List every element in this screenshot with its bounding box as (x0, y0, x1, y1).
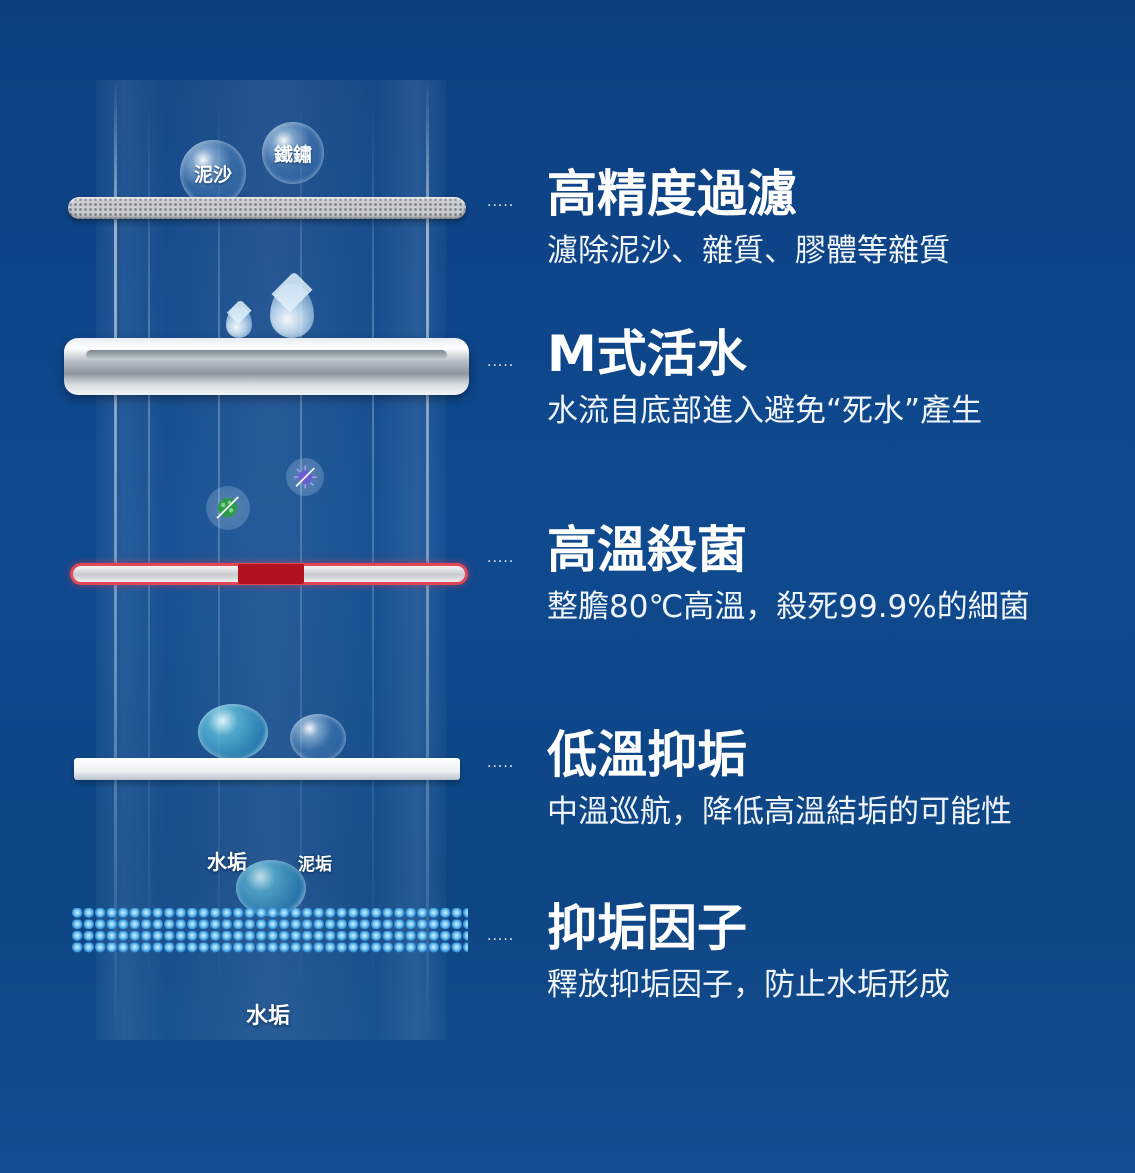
feature-title: 高精度過濾 (547, 165, 797, 223)
water-tray-icon (64, 338, 469, 395)
bottom-scale-label: 水垢 (246, 1004, 291, 1029)
purple-virus-icon (286, 458, 324, 496)
leader-dots: ····· (487, 759, 515, 775)
sand-bubble: 泥沙 (180, 140, 246, 206)
rust-bubble-label: 鐵鏽 (273, 143, 312, 166)
water-streak (300, 100, 302, 1000)
sand-bubble-label: 泥沙 (193, 163, 232, 186)
water-bubble (198, 704, 268, 760)
water-drop-icon (226, 306, 252, 338)
scale-plate-icon (74, 758, 460, 780)
feature-description: 中溫巡航，降低高溫結垢的可能性 (547, 794, 1012, 830)
scale-bubble (236, 860, 306, 916)
leader-dots: ····· (487, 358, 515, 374)
heating-element-icon (238, 564, 304, 584)
feature-title: 抑垢因子 (547, 899, 747, 957)
water-stream-left-edge (114, 80, 117, 1040)
feature-description: 水流自底部進入避免“死水”產生 (547, 393, 983, 429)
water-drop-icon (270, 284, 314, 338)
feature-description: 整膽80℃高溫，殺死99.9%的細菌 (547, 589, 1030, 625)
leader-dots: ····· (487, 198, 515, 214)
sludge-label: 泥垢 (298, 855, 332, 875)
water-streak (218, 100, 220, 1000)
leader-dots: ····· (487, 554, 515, 570)
water-stream-right-edge (426, 80, 429, 1040)
rust-bubble: 鐵鏽 (262, 122, 324, 184)
scale-label: 水垢 (207, 850, 247, 874)
feature-title: 高溫殺菌 (547, 521, 747, 579)
water-streak (148, 100, 150, 1000)
feature-title: 低溫抑垢 (547, 726, 747, 784)
water-streak (372, 100, 374, 1000)
feature-title: M式活水 (547, 325, 747, 383)
feature-description: 濾除泥沙、雜質、膠體等雜質 (547, 233, 950, 269)
bead-layer-icon (72, 908, 468, 954)
green-bacteria-icon (206, 486, 250, 530)
mesh-filter-icon (68, 197, 466, 219)
feature-description: 釋放抑垢因子，防止水垢形成 (547, 967, 950, 1003)
leader-dots: ····· (487, 932, 515, 948)
water-bubble (290, 714, 346, 762)
